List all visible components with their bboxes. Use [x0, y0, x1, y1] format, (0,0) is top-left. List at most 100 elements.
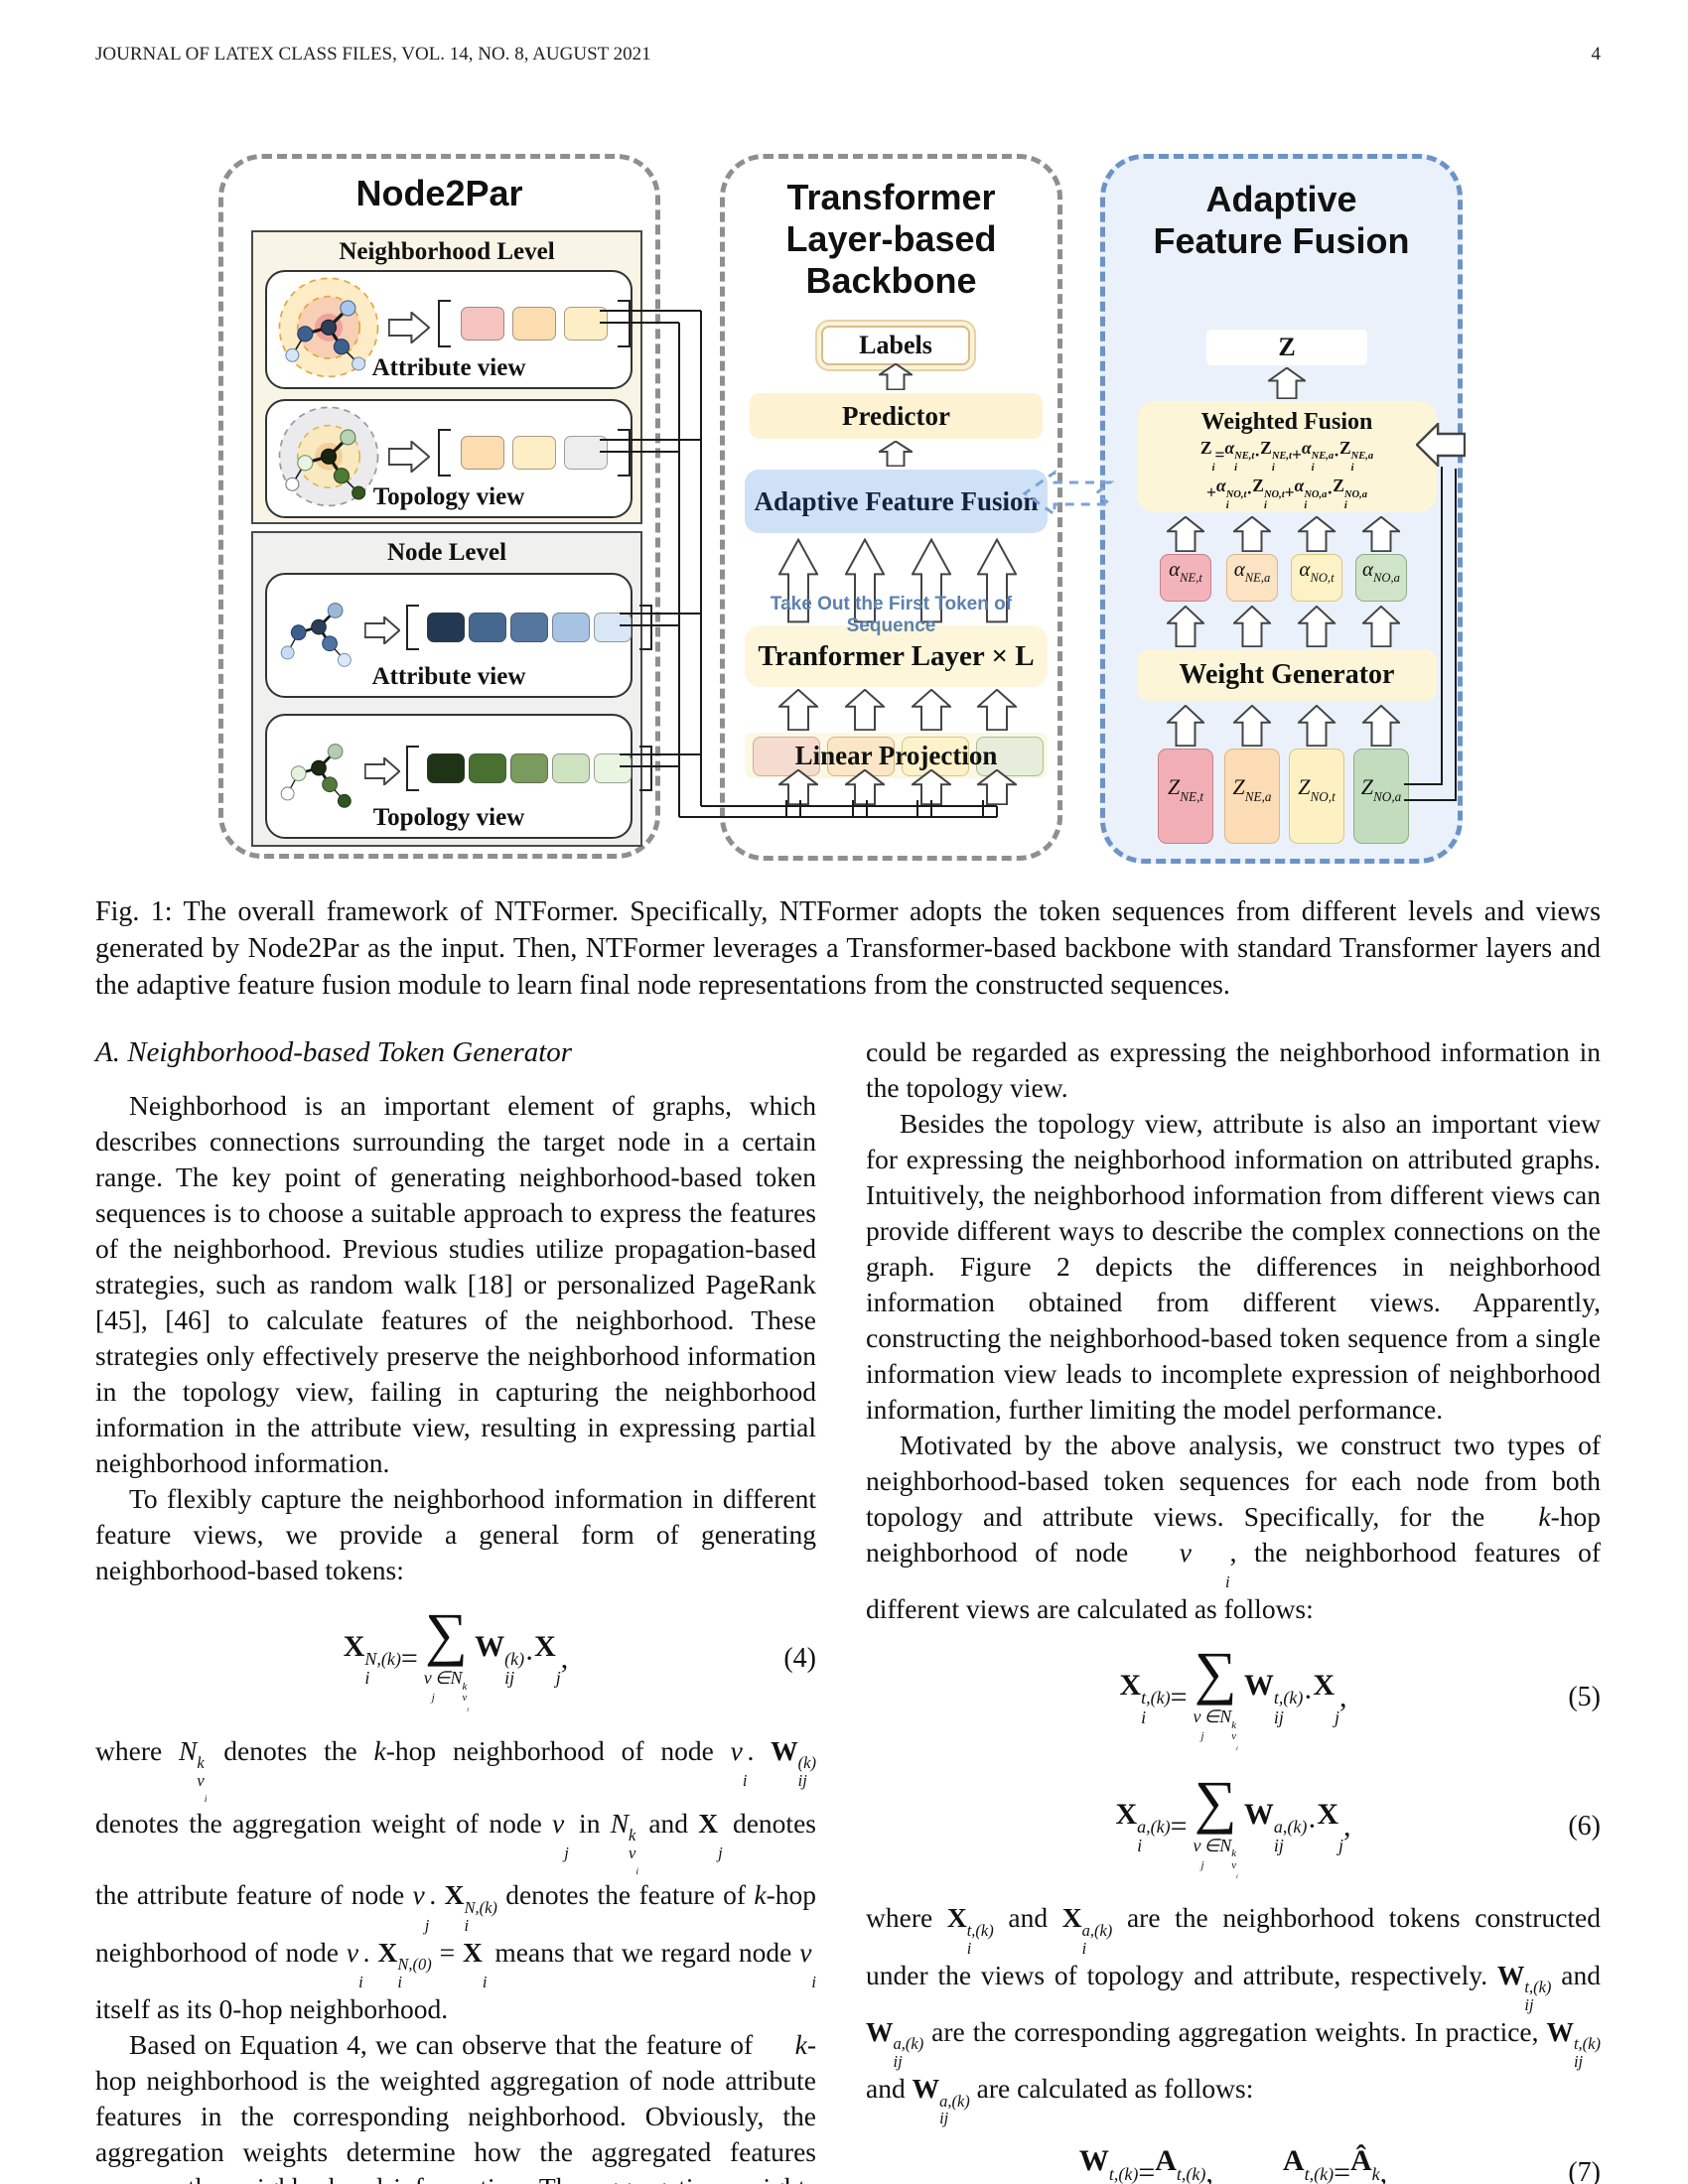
- up-arrow-icon: [1167, 516, 1204, 552]
- right-arrow-icon: [388, 312, 430, 343]
- token-swatch: [594, 613, 632, 642]
- token-swatch: [552, 613, 590, 642]
- math-atom: =: [1138, 2156, 1156, 2184]
- equation-number: (4): [783, 1642, 816, 1674]
- math-atom: v i: [1231, 1859, 1238, 1881]
- up-arrow-icon: [1233, 516, 1271, 552]
- math-atom: ·: [1307, 1809, 1318, 1843]
- math-atom: ,: [1343, 1809, 1351, 1843]
- equation-number: (5): [1568, 1682, 1601, 1713]
- token-swatch: [552, 753, 590, 783]
- up-arrow-icon: [845, 689, 885, 731]
- body-paragraph: Motivated by the above analysis, we cons…: [866, 1430, 1601, 1625]
- adaptive-feature-fusion-box: Adaptive Feature Fusion: [745, 470, 1048, 533]
- up-arrow-icon: [977, 769, 1017, 805]
- node-level-box: Node Level Attribute view: [251, 531, 652, 847]
- right-arrow-icon: [364, 616, 400, 644]
- linear-projection-label: Linear Projection: [794, 740, 998, 770]
- math-atom: ∈: [434, 1668, 451, 1688]
- token-swatch: [427, 753, 465, 783]
- bracket-left: [406, 605, 419, 650]
- fusion-panel: Adaptive Feature Fusion Z Weighted Fusio…: [1100, 154, 1463, 864]
- math-atom: =: [1334, 2156, 1350, 2184]
- math-atom: ,: [1379, 2156, 1388, 2184]
- math-atom: v i: [799, 1936, 816, 1992]
- math-atom: =: [1214, 444, 1225, 465]
- page-number: 4: [1591, 44, 1602, 65]
- math-atom: +: [1291, 444, 1302, 465]
- math-atom: ·: [1327, 481, 1334, 502]
- projection-chip: [902, 737, 969, 776]
- math-atom: v j: [412, 1879, 430, 1935]
- right-arrow-icon: [388, 441, 430, 473]
- page-header: JOURNAL OF LATEX CLASS FILES, VOL. 14, N…: [95, 44, 1601, 66]
- z-output-box: Z: [1206, 330, 1367, 365]
- up-arrow-icon: [1233, 606, 1271, 647]
- token-swatch: [461, 436, 504, 470]
- bracket-left: [438, 429, 451, 477]
- equation: Wt,(k)ij = At,(k)ij,At,(k) = Âk ,(7): [866, 2143, 1601, 2184]
- token-swatch: [461, 307, 504, 341]
- up-arrow-icon: [912, 769, 951, 805]
- token-swatch: [512, 307, 556, 341]
- bracket-right: [639, 605, 652, 650]
- math-atom: v i: [462, 1692, 470, 1713]
- up-arrow-icon: [778, 689, 818, 731]
- math-atom: X j: [534, 1629, 561, 1689]
- topology-view-label: Topology view: [372, 804, 525, 831]
- math-atom: ,: [560, 1641, 569, 1675]
- node-attribute-card: Attribute view: [265, 573, 652, 698]
- math-atom: =: [400, 1641, 418, 1675]
- math-atom: v j: [423, 1668, 435, 1705]
- linear-projection-box: Linear Projection: [745, 733, 1048, 778]
- up-arrow-icon: [1362, 606, 1400, 647]
- token-swatch: [512, 436, 556, 470]
- take-out-first-token-label: Take Out the First Token of Sequence: [770, 594, 1013, 636]
- math-atom: X i: [463, 1936, 488, 1992]
- math-atom: v i: [629, 1843, 639, 1877]
- math-atom: At,(k)ij: [1155, 2144, 1206, 2184]
- neighborhood-topology-graph-icon: [278, 406, 379, 507]
- node-attribute-graph-icon: [280, 603, 352, 667]
- up-arrow-icon: [912, 689, 951, 731]
- math-atom: v j: [1193, 1706, 1204, 1743]
- math-atom: W(k)ij: [771, 1734, 816, 1791]
- math-atom: k: [373, 1734, 386, 1766]
- neighborhood-level-box: Neighborhood Level: [251, 230, 642, 524]
- projection-chip: [827, 737, 895, 776]
- node-topology-graph-icon: [280, 744, 352, 808]
- math-atom: v i: [730, 1734, 748, 1791]
- math-atom: Z i: [1199, 438, 1215, 474]
- labels-box: Labels: [821, 326, 970, 365]
- weight-generator-box: Weight Generator: [1137, 649, 1437, 701]
